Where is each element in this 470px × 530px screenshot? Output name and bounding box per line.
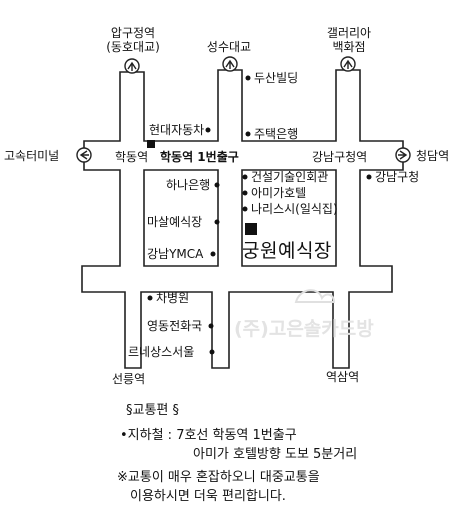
dot-doosan (245, 75, 251, 81)
road-label-cheongdam: 청담역 (416, 149, 450, 163)
transport-subway-line1: •지하철 : 7호선 학동역 1번출구 (120, 428, 297, 443)
arrow-up-icon-galleria (340, 56, 356, 72)
station-hakdong: 학동역 (115, 150, 149, 164)
landmark-narisusi: 나리스시(일식집) (251, 202, 338, 216)
landmark-gangnamgu-office: 강남구청 (375, 170, 420, 184)
road-label-galleria: 갤러리아 (326, 26, 372, 40)
dot-chabyeongwon (147, 295, 153, 301)
landmark-amiga: 아미가호텔 (251, 186, 307, 200)
landmark-ymca: 강남YMCA (147, 247, 204, 261)
landmark-dots (147, 75, 372, 355)
station-seolleung: 선릉역 (112, 372, 146, 386)
exit-label: 학동역 1번출구 (160, 150, 239, 164)
landmark-hyundai: 현대자동차 (149, 123, 205, 137)
dot-gangnamgu (366, 174, 372, 180)
dot-jutaek (245, 131, 251, 137)
dot-amiga (242, 190, 248, 196)
transport-note-line2: 이용하시면 더욱 편리합니다. (130, 489, 286, 504)
arrow-up-icon-seongsu (222, 56, 238, 72)
dot-renaissance (209, 349, 215, 355)
road-label-dongho: (동호대교) (106, 40, 160, 54)
road-label-seongsu: 성수대교 (206, 40, 252, 54)
watermark-text: (주)고은솔카드방 (234, 318, 374, 340)
landmark-renaissance: 르네상스서울 (128, 345, 195, 359)
dot-ymca (210, 251, 216, 257)
dot-geonseol (242, 174, 248, 180)
transport-note-line1: ※교통이 매우 혼잡하오니 대중교통을 (117, 470, 320, 485)
arrow-left-icon (76, 147, 92, 163)
dot-narisusi (242, 206, 248, 212)
station-yeoksam: 역삼역 (326, 370, 360, 384)
dot-masal (214, 219, 220, 225)
road-network (81, 69, 404, 369)
landmark-jutaek: 주택은행 (254, 127, 299, 141)
landmark-masal: 마살예식장 (147, 215, 203, 229)
arrow-up-icon-apgujeong (124, 58, 140, 74)
dot-hyundai (205, 127, 211, 133)
dot-hana (214, 182, 220, 188)
landmark-telecom: 영동전화국 (147, 319, 203, 333)
transport-subway-line2: 아미가 호텔방향 도보 5분거리 (193, 447, 358, 462)
venue-marker (245, 223, 257, 235)
arrow-right-icon (395, 147, 411, 163)
road-label-department: 백화점 (332, 40, 366, 54)
dot-telecom (208, 323, 214, 329)
road-label-apgujeong: 압구정역 (110, 26, 156, 40)
landmark-geonseol: 건설기술인회관 (251, 170, 329, 184)
transport-heading: §교통편 § (126, 403, 180, 418)
road-label-express-terminal: 고속터미널 (4, 149, 60, 163)
landmark-chabyeongwon: 차병원 (156, 291, 190, 305)
station-gangnamgu-office: 강남구청역 (312, 150, 368, 164)
landmark-hana: 하나은행 (166, 178, 211, 192)
watermark-logo-icon (294, 289, 336, 303)
venue-name: 궁원예식장 (242, 240, 332, 262)
landmark-doosan: 두산빌딩 (254, 71, 299, 85)
exit-marker (147, 140, 155, 148)
